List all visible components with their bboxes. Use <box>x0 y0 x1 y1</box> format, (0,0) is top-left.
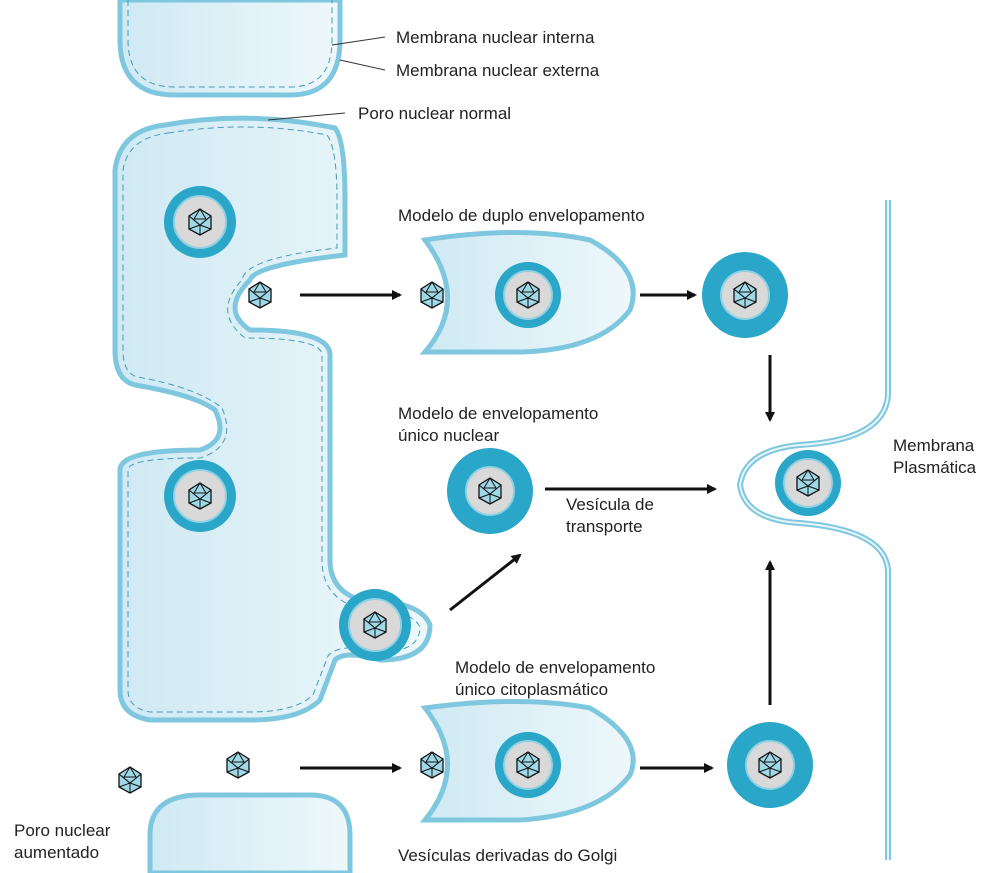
capsid-enlarged-pore-2 <box>227 752 249 778</box>
virion-double-enveloped <box>702 252 788 338</box>
virion-budding <box>339 589 411 661</box>
virion-at-membrane <box>775 450 841 516</box>
label-golgi-vesicles: Vesículas derivadas do Golgi <box>398 845 617 866</box>
virion-cyto-enveloped <box>727 722 813 808</box>
label-single-nuclear-model-l2: único nuclear <box>398 425 499 446</box>
label-single-nuclear-model-l1: Modelo de envelopamento <box>398 403 598 424</box>
leader-normal-pore <box>268 113 345 120</box>
label-plasma-membrane-l2: Plasmática <box>893 457 976 478</box>
capsid-pore-top <box>249 282 271 308</box>
label-double-envelope-model: Modelo de duplo envelopamento <box>398 205 645 226</box>
label-normal-pore: Poro nuclear normal <box>358 103 511 124</box>
capsid-free-top <box>421 282 443 308</box>
label-enlarged-pore-l2: aumentado <box>14 842 99 863</box>
arrow-bud-to-vesicle <box>450 555 520 610</box>
virion-transport-vesicle <box>447 448 533 534</box>
virion-nucleus-2 <box>164 460 236 532</box>
label-single-cyto-model-l1: Modelo de envelopamento <box>455 657 655 678</box>
virion-golgi-top <box>495 262 561 328</box>
capsid-free-bottom <box>421 752 443 778</box>
leader-outer-membrane <box>340 60 385 70</box>
label-plasma-membrane-l1: Membrana <box>893 435 974 456</box>
label-enlarged-pore-l1: Poro nuclear <box>14 820 110 841</box>
label-single-cyto-model-l2: único citoplasmático <box>455 679 608 700</box>
label-outer-membrane: Membrana nuclear externa <box>396 60 599 81</box>
label-transport-l1: Vesícula de <box>566 494 654 515</box>
virion-nucleus-1 <box>164 186 236 258</box>
capsid-enlarged-pore-1 <box>119 767 141 793</box>
label-transport-l2: transporte <box>566 516 643 537</box>
label-inner-membrane: Membrana nuclear interna <box>396 27 594 48</box>
nucleus-top <box>120 0 340 95</box>
nucleus-bottom <box>150 795 350 873</box>
virion-golgi-bottom <box>495 732 561 798</box>
